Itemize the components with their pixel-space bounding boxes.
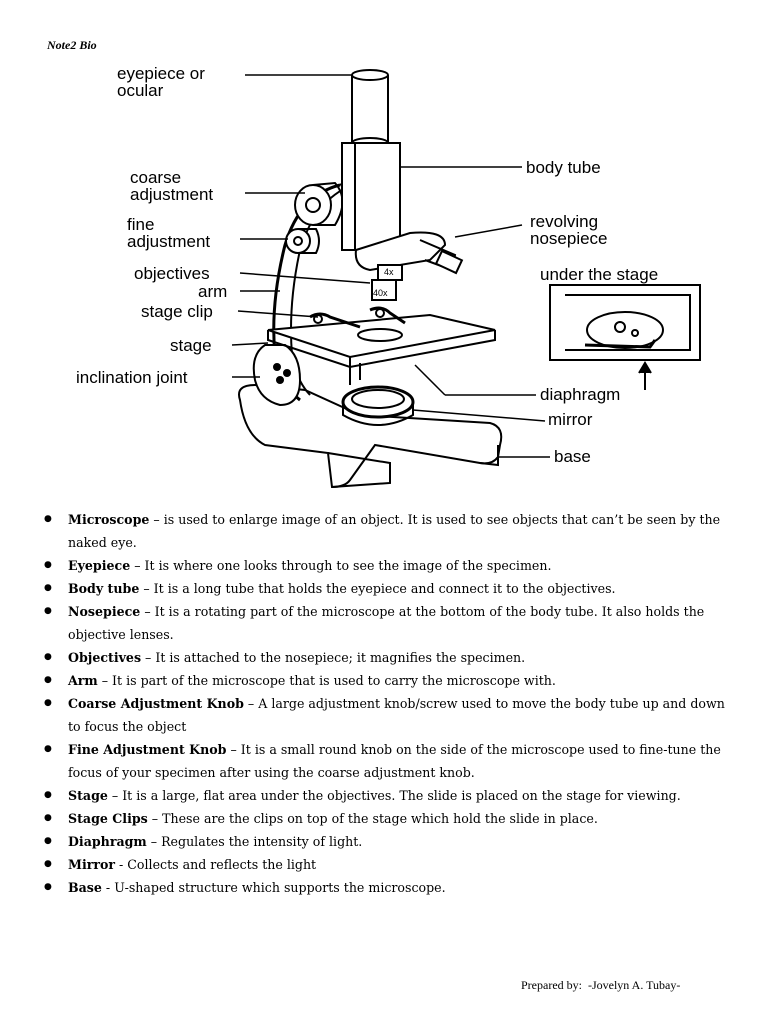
- document-header: Note2 Bio: [47, 38, 97, 52]
- list-item: Body tube – It is a long tube that holds…: [40, 577, 730, 600]
- label-fine-adjustment: adjustment: [127, 232, 210, 251]
- list-item: Microscope – is used to enlarge image of…: [40, 508, 730, 554]
- leader-lines: [231, 74, 550, 458]
- label-stage-clip: stage clip: [141, 302, 213, 321]
- label-inclination-joint: inclination joint: [76, 368, 188, 387]
- label-under-the-stage: under the stage: [540, 265, 658, 284]
- label-objectives: objectives: [134, 264, 210, 283]
- svg-text:4x: 4x: [384, 267, 394, 277]
- label-nosepiece: nosepiece: [530, 229, 608, 248]
- prepared-by-footer: Prepared by: -Jovelyn A. Tubay-: [521, 978, 680, 993]
- label-diaphragm: diaphragm: [540, 385, 620, 404]
- microscope-diagram: 4x 40x: [76, 64, 701, 489]
- list-item: Nosepiece – It is a rotating part of the…: [40, 600, 730, 646]
- diagram-labels: eyepiece or ocular coarse adjustment fin…: [76, 64, 658, 466]
- under-the-stage-inset: [549, 284, 701, 390]
- list-item: Stage Clips – These are the clips on top…: [40, 807, 730, 830]
- objective-lenses: 4x 40x: [371, 264, 403, 301]
- list-item: Mirror - Collects and reflects the light: [40, 853, 730, 876]
- label-arm: arm: [198, 282, 227, 301]
- body-tube: [341, 142, 401, 251]
- microscope-base: [238, 383, 503, 489]
- label-eyepiece: eyepiece or: [117, 64, 205, 83]
- label-coarse-adjustment: adjustment: [130, 185, 213, 204]
- label-revolving: revolving: [530, 212, 598, 231]
- label-ocular: ocular: [117, 81, 164, 100]
- fine-adjustment-knob: [285, 228, 320, 254]
- prepared-by-label: Prepared by:: [521, 978, 582, 992]
- microscope-stage: [267, 313, 496, 369]
- list-item: Diaphragm – Regulates the intensity of l…: [40, 830, 730, 853]
- label-stage: stage: [170, 336, 212, 355]
- list-item: Base - U-shaped structure which supports…: [40, 876, 730, 899]
- diaphragm: [349, 363, 361, 385]
- eyepiece: [351, 69, 389, 149]
- list-item: Arm – It is part of the microscope that …: [40, 669, 730, 692]
- label-mirror: mirror: [548, 410, 593, 429]
- definitions-list: Microscope – is used to enlarge image of…: [40, 508, 730, 899]
- label-base: base: [554, 447, 591, 466]
- list-item: Fine Adjustment Knob – It is a small rou…: [40, 738, 730, 784]
- author-name: -Jovelyn A. Tubay-: [587, 978, 681, 992]
- revolving-nosepiece: [354, 231, 464, 275]
- coarse-adjustment-knob: [294, 181, 344, 226]
- list-item: Stage – It is a large, flat area under t…: [40, 784, 730, 807]
- list-item: Eyepiece – It is where one looks through…: [40, 554, 730, 577]
- label-fine: fine: [127, 215, 154, 234]
- label-coarse: coarse: [130, 168, 181, 187]
- list-item: Coarse Adjustment Knob – A large adjustm…: [40, 692, 730, 738]
- svg-text:40x: 40x: [373, 288, 388, 298]
- label-body-tube: body tube: [526, 158, 601, 177]
- inclination-joint: [252, 344, 302, 407]
- list-item: Objectives – It is attached to the nosep…: [40, 646, 730, 669]
- mirror: [341, 385, 415, 426]
